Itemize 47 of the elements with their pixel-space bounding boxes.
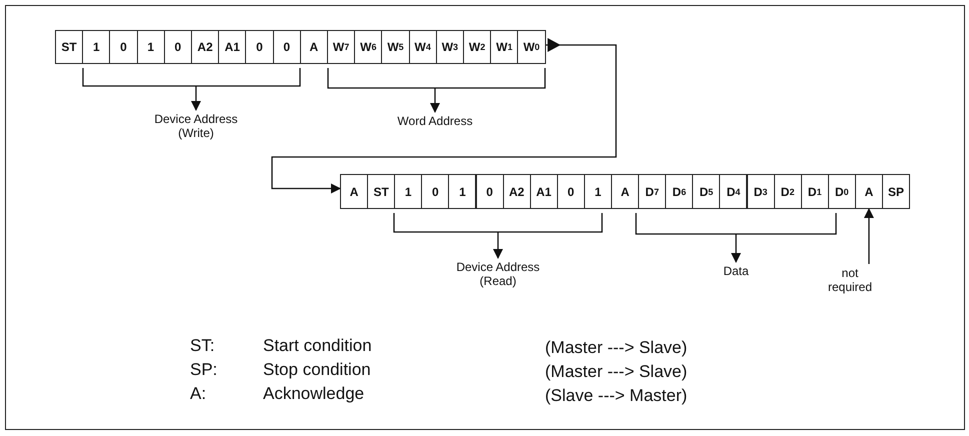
bit-field: A xyxy=(611,174,640,209)
bit-field: 1 xyxy=(584,174,612,209)
connector-arrow xyxy=(271,38,617,194)
field-label: not required xyxy=(820,266,880,294)
bit-field: 0 xyxy=(421,174,450,209)
bit-field: ST xyxy=(367,174,396,209)
bit-field: A xyxy=(340,174,368,209)
direction-text: (Master ---> Slave) xyxy=(545,338,688,358)
symbol-text: ST: xyxy=(190,336,215,356)
symbol-text: SP: xyxy=(190,360,218,380)
bracket xyxy=(635,213,837,235)
bit-field: A1 xyxy=(530,174,558,209)
arrow xyxy=(864,208,874,264)
bit-field: A2 xyxy=(502,174,531,209)
bracket xyxy=(82,68,301,87)
definition-text: Acknowledge xyxy=(263,384,364,404)
bit-field: A1 xyxy=(218,30,246,64)
bit-field: ST xyxy=(55,30,84,64)
symbol-text: A: xyxy=(190,384,206,404)
bit-field: 1 xyxy=(82,30,110,64)
bit-field: 0 xyxy=(556,174,585,209)
bit-field: A xyxy=(854,174,883,209)
arrow xyxy=(493,232,503,259)
bit-field: 1 xyxy=(448,174,476,209)
direction-text: (Slave ---> Master) xyxy=(545,386,688,406)
direction-text: (Master ---> Slave) xyxy=(545,362,688,382)
bit-field: 0 xyxy=(476,174,504,209)
bracket xyxy=(393,213,603,233)
bit-field: 0 xyxy=(164,30,192,64)
bracket xyxy=(327,68,546,89)
bit-field: 0 xyxy=(109,30,138,64)
field-label: Data xyxy=(696,264,776,278)
field-label: Device Address (Read) xyxy=(438,260,558,288)
bit-field: A2 xyxy=(191,30,220,64)
arrow xyxy=(731,234,741,263)
bit-field: 1 xyxy=(394,174,422,209)
definition-text: Stop condition xyxy=(263,360,371,380)
field-label: Word Address xyxy=(385,114,485,128)
bit-field: SP xyxy=(882,174,910,209)
definition-text: Start condition xyxy=(263,336,372,356)
bit-field: 0 xyxy=(272,30,301,64)
bit-field: 0 xyxy=(245,30,274,64)
arrow xyxy=(430,88,440,113)
arrow xyxy=(191,86,201,111)
field-label: Device Address (Write) xyxy=(146,112,246,140)
bit-field: A xyxy=(300,30,328,64)
bit-field: 1 xyxy=(136,30,165,64)
